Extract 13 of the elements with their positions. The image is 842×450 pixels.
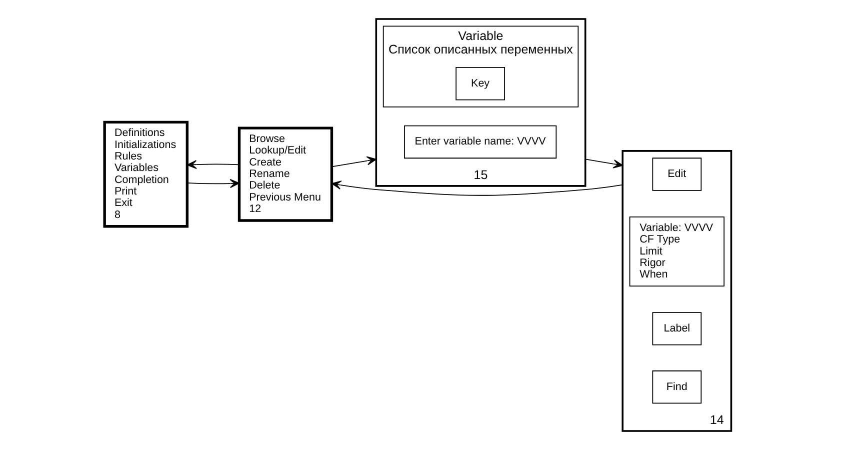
arrow xyxy=(584,158,623,168)
node-box: Find xyxy=(652,370,702,404)
node-box: Enter variable name: VVVV xyxy=(404,125,556,159)
node-box: Browse Lookup/Edit Create Rename Delete Previous Menu 12 xyxy=(237,126,333,222)
node-box: Variable: VVVV CF Type Limit Rigor When xyxy=(628,216,724,286)
arrow xyxy=(330,156,376,168)
node-box: Label xyxy=(652,312,702,346)
node-box: Key xyxy=(455,67,504,100)
arrow xyxy=(330,180,623,196)
arrow xyxy=(186,160,240,170)
node-box: Edit xyxy=(652,158,702,191)
arrow xyxy=(186,179,240,188)
node-box: Definitions Initializations Rules Variables Completion Print Exit 8 xyxy=(102,120,188,228)
